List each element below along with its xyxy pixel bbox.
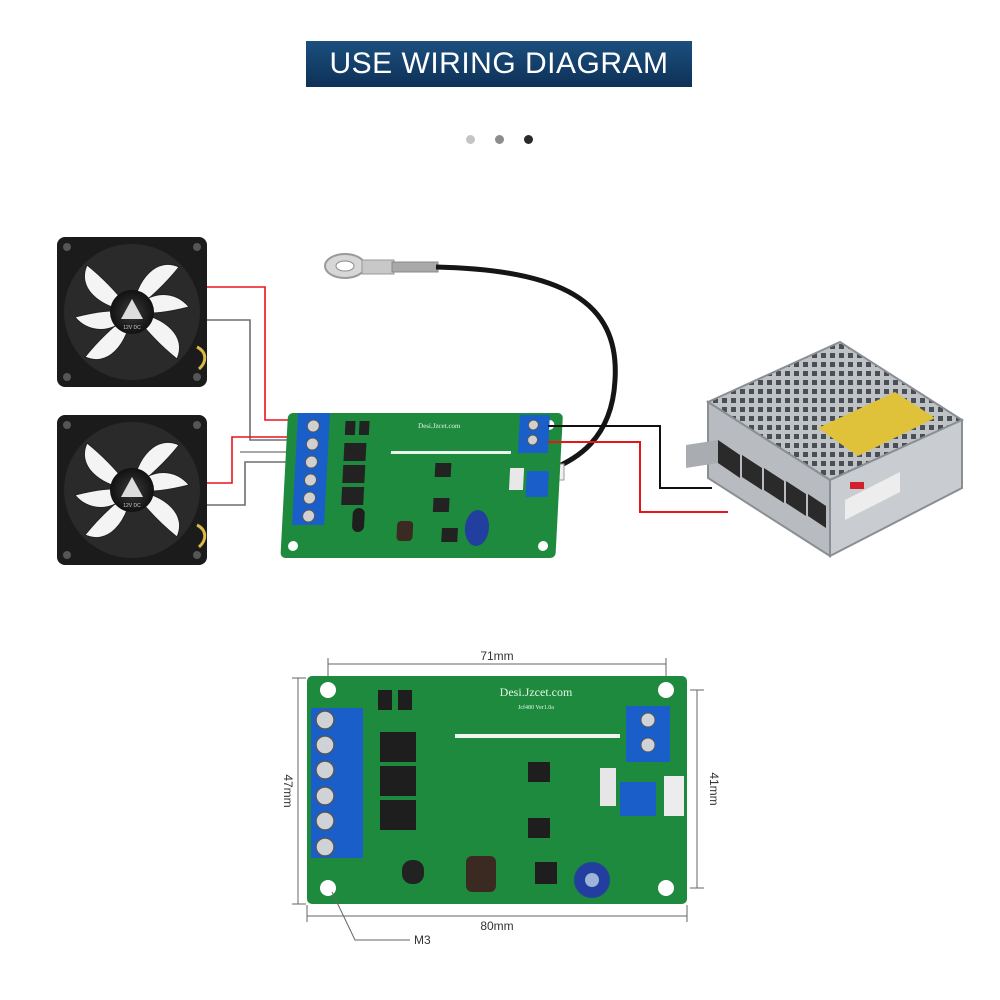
controller-board-dimensioned: Desi.Jzcet.com Jcf480 Ver1.0a (307, 676, 687, 904)
board-model-label: Jcf480 Ver1.0a (518, 704, 554, 711)
fan-terminal-block (311, 708, 363, 858)
mount-hole (320, 682, 336, 698)
pager-dot-1[interactable] (466, 135, 475, 144)
thermistor-probe-icon (324, 253, 618, 481)
board-brand-label: Desi.Jzcet.com (500, 685, 573, 699)
fan2-black-wire (207, 461, 300, 506)
svg-text:12V DC: 12V DC (123, 503, 141, 509)
dimension-lines (292, 658, 704, 941)
pager-dots (462, 133, 538, 147)
dimension-right-label: 41mm (707, 772, 721, 805)
mount-hole (658, 682, 674, 698)
power-supply-icon (686, 340, 965, 558)
power-terminal-block (517, 415, 550, 453)
pager-dot-2[interactable] (495, 135, 504, 144)
fan1-red-wire (207, 286, 300, 421)
svg-text:12V DC: 12V DC (123, 325, 141, 331)
controller-board: Desi.Jzcet.com (280, 413, 563, 558)
fan-icon: 12V DC (57, 415, 207, 565)
page-title: USE WIRING DIAGRAM (306, 41, 692, 87)
fan2-red-wire (207, 436, 300, 484)
fan1-black-wire (207, 319, 300, 441)
power-wires (548, 425, 728, 513)
psu-black-wire (548, 425, 712, 489)
mount-hole (658, 880, 674, 896)
mount-hole-label: M3 (414, 933, 431, 947)
fan-icon: 12V DC (57, 237, 207, 387)
dimension-bottom-label: 80mm (480, 919, 513, 933)
dimension-top-label: 71mm (480, 649, 513, 663)
mount-hole (320, 880, 336, 896)
dimension-left-label: 47mm (281, 774, 295, 807)
fan-wires (207, 286, 300, 506)
board-brand-label: Desi.Jzcet.com (418, 422, 461, 430)
pager-dot-3[interactable] (524, 135, 533, 144)
psu-red-wire (548, 441, 728, 513)
fan-terminal-block (292, 413, 330, 525)
